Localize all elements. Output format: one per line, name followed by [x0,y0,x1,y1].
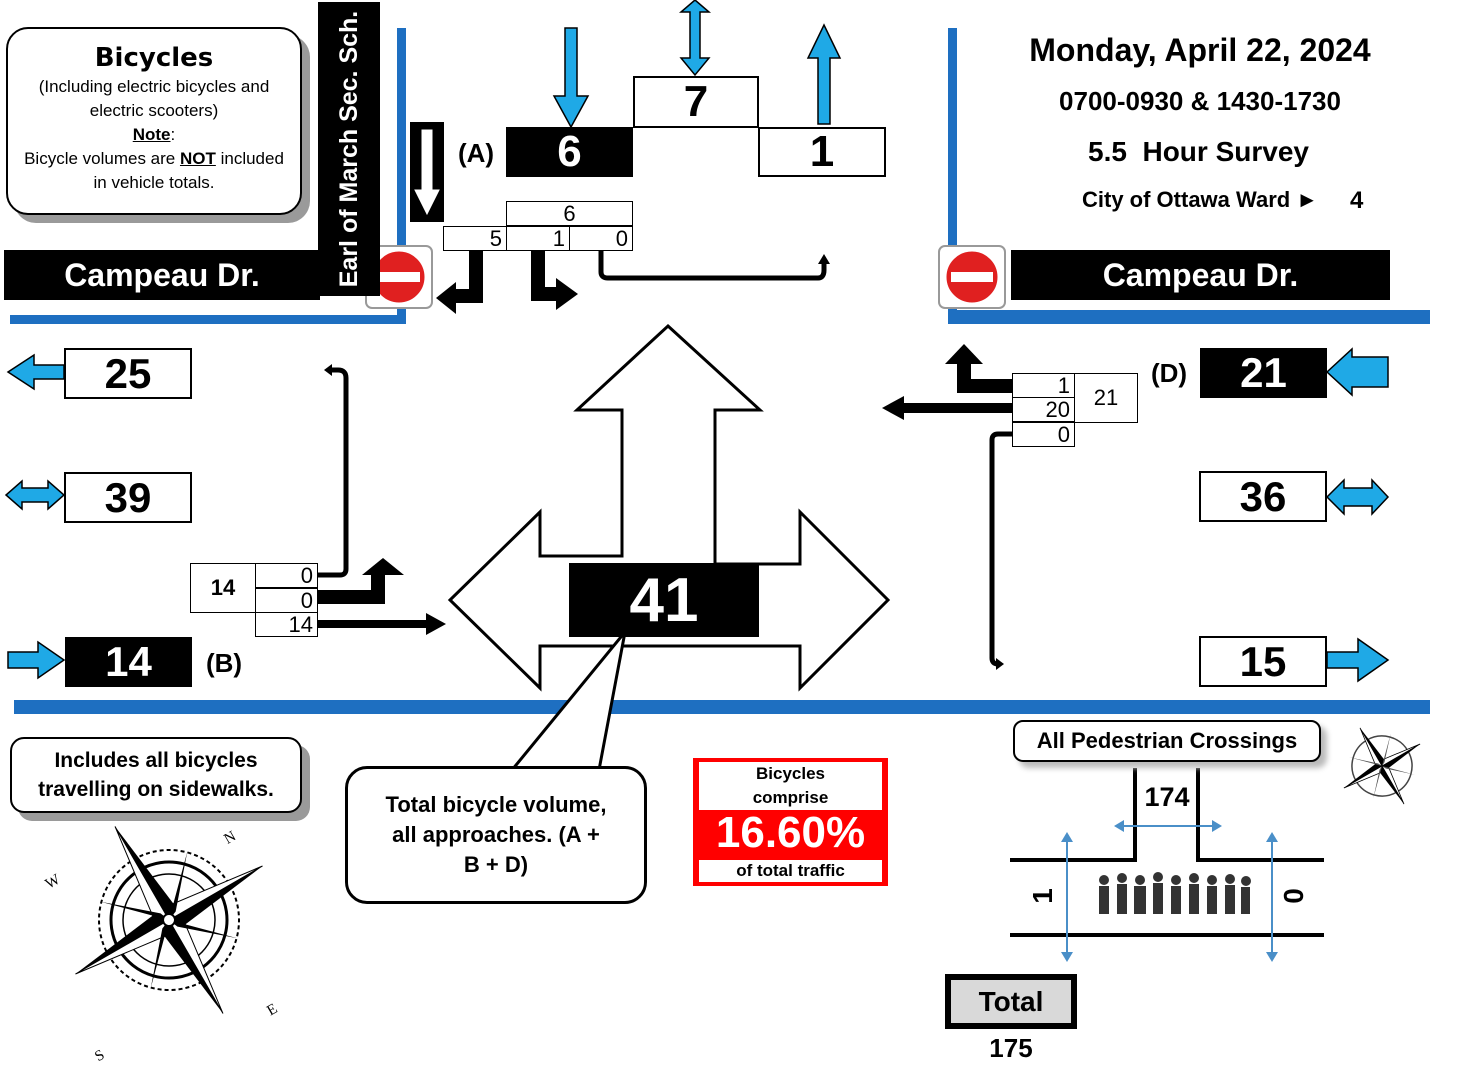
north-right-turn-arrow-icon [601,250,824,278]
west-right-turn-head-icon [426,613,446,635]
info-note-text-a: Bicycle volumes are [24,149,180,168]
north-through-arrow-icon [538,250,558,294]
pedestrians-crowd-icon [1099,872,1251,914]
west-approach-volume: 14 [65,637,192,687]
west-twoway-volume: 39 [64,472,192,523]
no-entry-sign-east-icon [939,246,1005,308]
east-right-cell: 1 [1012,373,1075,398]
north-street-label: Earl of March Sec. Sch. [330,3,368,295]
info-note-label: Note [133,125,171,144]
share-line3: of total traffic [699,860,882,882]
pedestrian-total-value: 175 [945,1033,1077,1064]
north-approach-label: (A) [458,138,494,169]
compass-rose-icon [21,772,316,1067]
east-approach-arrow-icon [1327,349,1388,395]
north-left-turn-head-icon [436,282,456,314]
survey-duration: 5.5 Hour Survey [1088,136,1388,168]
north-twoway-arrow-icon [681,0,709,75]
sidewalk-note-text: Includes all bicycles travelling on side… [24,746,288,804]
info-note-line: Note: [16,123,292,147]
small-compass-rose-icon [1322,706,1442,826]
east-left-cell: 0 [1012,422,1075,447]
east-depart-volume: 15 [1199,636,1327,687]
north-left-cell: 5 [443,226,507,251]
west-right-cell: 14 [255,612,318,637]
north-approach-volume: 6 [506,127,633,177]
north-twoway-volume: 7 [633,76,759,128]
pedestrian-title: All Pedestrian Crossings [1013,720,1321,762]
east-total-cell: 21 [1074,373,1138,423]
west-through-head-icon [362,558,404,575]
east-twoway-arrow-icon [1327,480,1388,514]
info-description: (Including electric bicycles and electri… [16,75,292,123]
west-approach-label: (B) [206,648,242,679]
west-left-cell: 0 [255,563,318,588]
pedestrian-north-count: 174 [1137,782,1197,813]
north-through-head-icon [556,278,578,310]
ward-number: 4 [1350,187,1380,215]
west-left-turn-head-icon [324,364,332,376]
east-through-head-icon [882,396,904,420]
north-depart-volume: 1 [758,127,886,177]
east-right-turn-head-icon [945,344,983,364]
west-left-turn-arrow-icon [318,370,346,575]
survey-date: Monday, April 22, 2024 [1010,32,1390,69]
pedestrian-east-count: 0 [1278,888,1310,904]
west-approach-arrow-icon [8,642,64,678]
bicycle-share-box: Bicycles comprise 16.60% of total traffi… [693,758,888,886]
east-approach-volume: 21 [1200,348,1327,398]
north-right-cell: 0 [569,226,633,251]
bicycles-info-box: Bicycles (Including electric bicycles an… [6,27,302,215]
share-line2: comprise [699,786,882,810]
west-total-cell: 14 [190,563,256,613]
east-approach-label: (D) [1151,358,1187,389]
pedestrian-total-box: Total [945,974,1077,1029]
info-note-not: NOT [180,149,216,168]
east-left-turn-arrow-icon [992,434,1012,664]
share-percent: 16.60% [693,808,888,858]
survey-times: 0700-0930 & 1430-1730 [1010,86,1390,117]
north-total-cell: 6 [506,201,633,226]
east-left-turn-head-icon [996,658,1004,670]
east-street-label: Campeau Dr. [1011,250,1390,300]
total-callout: Total bicycle volume, all approaches. (A… [345,766,647,904]
north-left-turn-arrow-icon [454,250,476,296]
west-through-cell: 0 [255,588,318,613]
pedestrian-west-count: 1 [1027,888,1059,904]
info-title: Bicycles [16,43,292,73]
east-through-cell: 20 [1012,397,1075,422]
pedestrian-title-text: All Pedestrian Crossings [1037,728,1297,754]
sidewalk-note: Includes all bicycles travelling on side… [10,737,302,813]
north-depart-arrow-icon [808,25,840,124]
north-approach-arrow-icon [554,28,588,127]
total-callout-text: Total bicycle volume, all approaches. (A… [382,790,610,880]
west-depart-arrow-icon [8,355,64,389]
east-twoway-volume: 36 [1199,471,1327,522]
west-twoway-arrow-icon [6,481,64,509]
share-line1: Bicycles [699,762,882,786]
north-through-cell: 1 [506,226,570,251]
west-street-label: Campeau Dr. [4,250,320,300]
north-right-turn-head-icon [818,254,830,264]
west-depart-volume: 25 [64,348,192,399]
ward-label: City of Ottawa Ward ► [1082,187,1322,213]
east-depart-arrow-icon [1327,639,1388,681]
east-right-turn-arrow-icon [964,362,1012,386]
info-note-text: Bicycle volumes are NOT included in vehi… [16,147,292,195]
pedestrian-total-label: Total [951,980,1071,1023]
center-total-volume: 41 [569,563,759,637]
